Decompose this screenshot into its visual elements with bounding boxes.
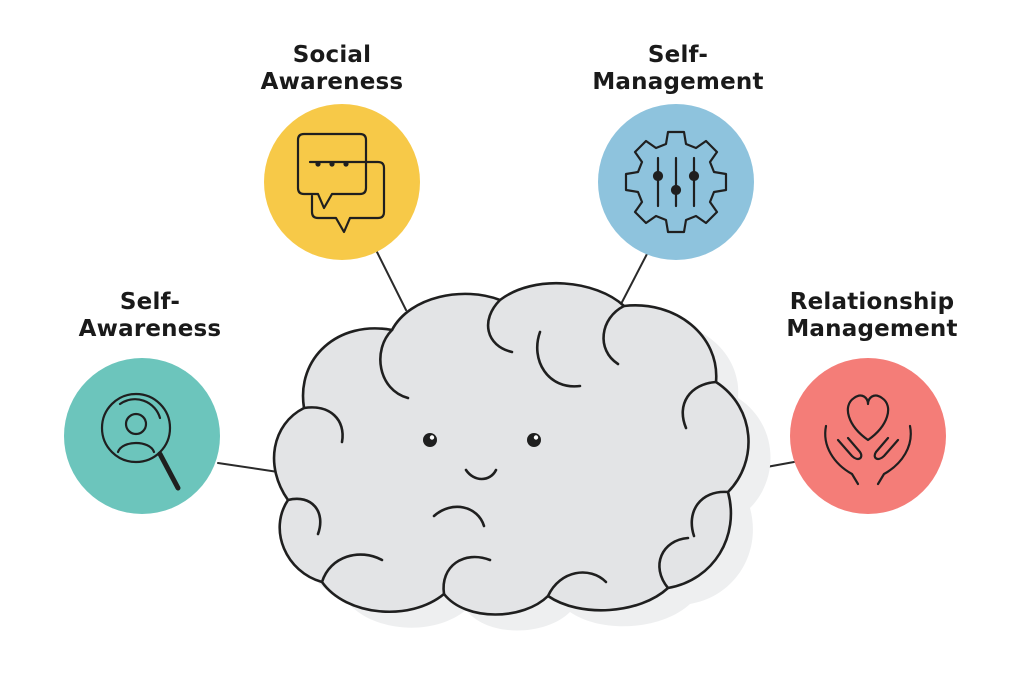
label-social-awareness: Social Awareness [232, 42, 432, 96]
brain-eye-left [423, 433, 437, 447]
label-relationship-management: Relationship Management [752, 289, 992, 343]
node-selfaware-circle [64, 358, 220, 514]
node-social-awareness [264, 104, 420, 260]
label-selfmgmt-line1: Self- [647, 42, 709, 68]
node-social-circle [264, 104, 420, 260]
label-relmgmt-line1: Relationship [789, 289, 955, 315]
gear-sliders-icon [624, 130, 728, 234]
connector-selfaware [217, 462, 279, 473]
label-selfmgmt-line2: Management [592, 69, 764, 95]
speech-bubbles-icon [296, 132, 386, 234]
connector-social [375, 249, 407, 311]
label-social-line1: Social [292, 42, 372, 68]
brain-body [272, 281, 750, 616]
node-self-awareness [64, 358, 220, 514]
label-self-management: Self- Management [578, 42, 778, 96]
node-self-management [598, 104, 754, 260]
label-selfaware-line1: Self- [119, 289, 181, 315]
brain-folds [286, 298, 730, 598]
hands-heart-icon [824, 394, 912, 486]
brain-face [423, 433, 541, 481]
label-self-awareness: Self- Awareness [40, 289, 260, 343]
brain-eye-right [527, 433, 541, 447]
label-relmgmt-line2: Management [786, 316, 958, 342]
brain-smile [464, 468, 498, 481]
label-selfaware-line2: Awareness [78, 316, 222, 342]
connector-selfmgmt [619, 251, 649, 307]
label-social-line2: Awareness [260, 69, 404, 95]
brain-face-icon [272, 281, 771, 631]
node-relmgmt-circle [790, 358, 946, 514]
magnifier-person-icon [100, 392, 181, 491]
node-relationship-management [790, 358, 946, 514]
